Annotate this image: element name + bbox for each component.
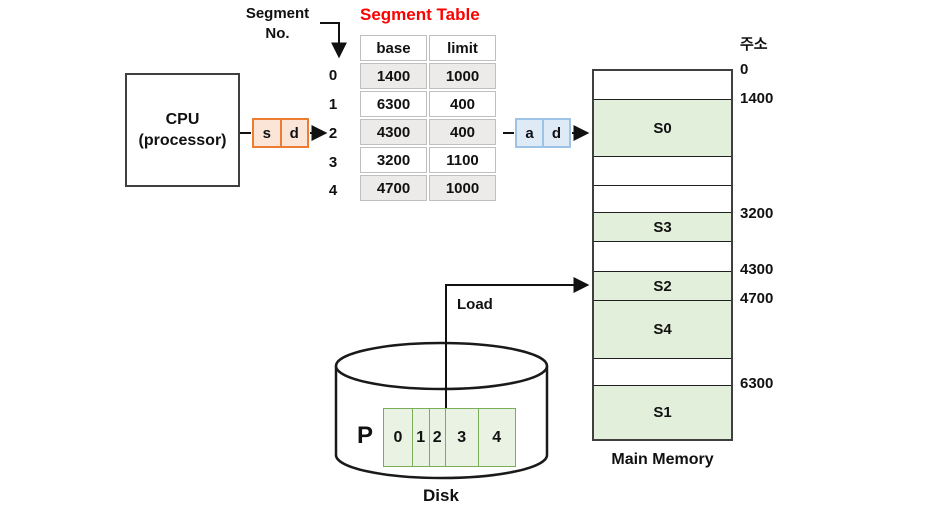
segment-no-label: Segment No. <box>235 4 320 44</box>
logical-address-box: s d <box>252 118 309 148</box>
table-cell-base: 3200 <box>360 147 427 173</box>
address-label-4700: 4700 <box>740 290 774 307</box>
table-header-row: base limit <box>360 35 496 61</box>
row-index-1: 1 <box>328 96 338 113</box>
table-cell-base: 1400 <box>360 63 427 89</box>
disk-process-label: P <box>356 422 373 449</box>
cpu-sublabel: (processor) <box>138 132 227 149</box>
address-label-3200: 3200 <box>740 205 774 222</box>
row-index-2: 2 <box>328 125 338 142</box>
disk-cell-2: 2 <box>428 409 445 466</box>
disk-cell-1: 1 <box>412 409 429 466</box>
memory-free-block <box>594 241 731 271</box>
load-label: Load <box>457 296 493 313</box>
table-row: 4300 400 <box>360 119 496 145</box>
logical-address-d-cell: d <box>279 120 308 146</box>
main-memory-box: S0 S3 S2 S4 S1 <box>592 69 733 441</box>
disk-cell-0: 0 <box>384 409 412 466</box>
address-label-6300: 6300 <box>740 375 774 392</box>
address-header: 주소 <box>740 36 768 53</box>
main-memory-label: Main Memory <box>611 451 714 468</box>
memory-segment-s4: S4 <box>594 300 731 358</box>
segment-no-line2: No. <box>265 25 290 42</box>
table-row: 6300 400 <box>360 91 496 117</box>
table-cell-limit: 1000 <box>429 175 496 201</box>
table-row: 4700 1000 <box>360 175 496 201</box>
row-index-3: 3 <box>328 154 338 171</box>
table-cell-base: 6300 <box>360 91 427 117</box>
disk-segment-cells: 0 1 2 3 4 <box>383 408 516 467</box>
memory-segment-s1: S1 <box>594 385 731 439</box>
table-row: 1400 1000 <box>360 63 496 89</box>
memory-free-block <box>594 358 731 385</box>
address-label-0: 0 <box>740 61 749 78</box>
memory-free-block <box>594 71 731 99</box>
table-cell-limit: 400 <box>429 91 496 117</box>
cpu-box: CPU (processor) <box>125 73 240 187</box>
table-cell-base: 4700 <box>360 175 427 201</box>
segment-no-arrow <box>320 22 347 59</box>
column-header-limit: limit <box>429 35 496 61</box>
memory-segment-s3: S3 <box>594 212 731 241</box>
physical-address-box: a d <box>515 118 571 148</box>
row-index-4: 4 <box>328 182 338 199</box>
memory-free-block <box>594 185 731 212</box>
table-cell-base: 4300 <box>360 119 427 145</box>
table-cell-limit: 1000 <box>429 63 496 89</box>
table-cell-limit: 1100 <box>429 147 496 173</box>
address-label-1400: 1400 <box>740 90 774 107</box>
row-index-0: 0 <box>328 67 338 84</box>
disk-label: Disk <box>423 486 459 505</box>
memory-segment-s2: S2 <box>594 271 731 300</box>
column-header-base: base <box>360 35 427 61</box>
address-label-4300: 4300 <box>740 261 774 278</box>
cpu-label: CPU <box>165 111 200 128</box>
segment-no-line1: Segment <box>245 5 310 22</box>
memory-segment-s0: S0 <box>594 99 731 156</box>
segment-table-title: Segment Table <box>360 5 480 24</box>
segment-table: base limit 1400 1000 6300 400 4300 400 3… <box>358 33 498 203</box>
physical-address-a-cell: a <box>525 124 534 142</box>
physical-address-d-cell: d <box>542 120 569 146</box>
disk-cell-4: 4 <box>477 409 515 466</box>
table-row: 3200 1100 <box>360 147 496 173</box>
disk-cell-3: 3 <box>445 409 478 466</box>
logical-address-s-cell: s <box>262 124 271 142</box>
memory-free-block <box>594 156 731 185</box>
table-cell-limit: 400 <box>429 119 496 145</box>
